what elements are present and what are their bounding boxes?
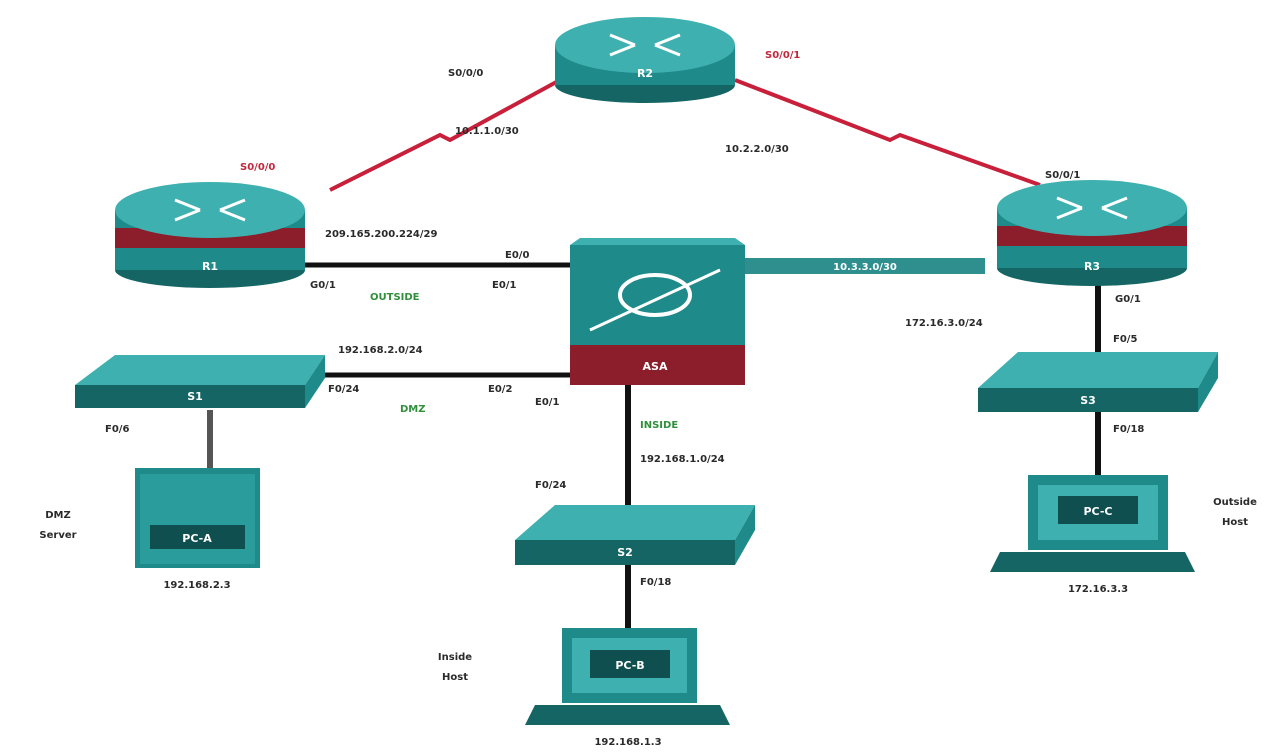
switch-s1[interactable]: S1 <box>75 355 325 408</box>
r3-g01-label: G0/1 <box>1115 294 1141 305</box>
switch-s2[interactable]: S2 <box>515 505 755 565</box>
device-name-r3: R3 <box>1084 260 1100 273</box>
r1-inside-net-label: 209.165.200.224/29 <box>325 229 438 240</box>
links <box>207 78 1101 630</box>
device-name-pc-b: PC-B <box>615 659 644 672</box>
device-name-r2: R2 <box>637 67 653 80</box>
serial-link-r2-r3 <box>734 78 1041 187</box>
server-icon <box>150 525 245 549</box>
router-r1[interactable]: R1 <box>115 182 305 288</box>
pc-c-label-line1: Outside <box>1213 497 1257 508</box>
device-name-pc-a: PC-A <box>182 532 212 545</box>
r3-net-label: 172.16.3.0/24 <box>905 318 983 329</box>
s2-f018-label: F0/18 <box>640 577 671 588</box>
router-icon <box>174 198 246 222</box>
device-name-r1: R1 <box>202 260 218 273</box>
r1-g01-label: G0/1 <box>310 280 336 291</box>
router-r3[interactable]: R3 <box>997 180 1187 286</box>
asa-e00-label: E0/0 <box>505 250 529 261</box>
r2-s000-label: S0/0/0 <box>448 68 483 79</box>
asa-dmz-net-label: 192.168.2.0/24 <box>338 345 423 356</box>
s2-f024-label: F0/24 <box>535 480 566 491</box>
asa-dmz-label: DMZ <box>400 404 426 415</box>
labels: S0/0/0 S0/0/1 S0/0/0 S0/0/1 10.1.1.0/30 … <box>39 50 1257 748</box>
s3-f018-label: F0/18 <box>1113 424 1144 435</box>
s1-f06-label: F0/6 <box>105 424 129 435</box>
firewall-icon <box>589 268 721 332</box>
serial-link-r1-r2 <box>329 78 561 192</box>
pc-b-label-line1: Inside <box>438 652 472 663</box>
pc-c-label-line2: Host <box>1222 517 1248 528</box>
r3-s001-label: S0/0/1 <box>1045 170 1080 181</box>
pc-a-label-line1: DMZ <box>45 510 71 521</box>
asa-e01-s2-label: E0/1 <box>535 397 559 408</box>
asa-inside-label: INSIDE <box>640 420 678 431</box>
net-r1-r2-label: 10.1.1.0/30 <box>455 126 519 137</box>
device-name-pc-c: PC-C <box>1083 505 1112 518</box>
pc-b-label-line2: Host <box>442 672 468 683</box>
inside-net-label: 192.168.1.0/24 <box>640 454 725 465</box>
router-icon <box>1056 196 1128 220</box>
r1-s000-label: S0/0/0 <box>240 162 275 173</box>
asa-outside-label: OUTSIDE <box>370 292 420 303</box>
laptop-pc-b[interactable]: PC-B <box>525 628 730 725</box>
router-icon <box>609 33 681 57</box>
device-name-s2: S2 <box>617 546 633 559</box>
laptop-icon <box>1058 496 1138 524</box>
pc-a-ip-label: 192.168.2.3 <box>163 580 230 591</box>
laptop-icon <box>590 650 670 678</box>
r2-s001-label: S0/0/1 <box>765 50 800 61</box>
s1-f024-label: F0/24 <box>328 384 359 395</box>
router-r2[interactable]: R2 <box>555 17 735 103</box>
device-name-s3: S3 <box>1080 394 1096 407</box>
asa-e01-label: E0/1 <box>492 280 516 291</box>
asa-e02-label: E0/2 <box>488 384 512 395</box>
net-r2-r3-label: 10.2.2.0/30 <box>725 144 789 155</box>
s3-f05-label: F0/5 <box>1113 334 1137 345</box>
switch-s3[interactable]: S3 <box>978 352 1218 412</box>
server-pc-a[interactable]: PC-A <box>135 468 260 568</box>
asa-r3-network-label: 10.3.3.0/30 <box>833 262 897 273</box>
firewall-asa[interactable]: ASA <box>570 238 745 385</box>
pc-b-ip-label: 192.168.1.3 <box>594 737 661 748</box>
pc-a-label-line2: Server <box>39 530 76 541</box>
device-name-s1: S1 <box>187 390 203 403</box>
pc-c-ip-label: 172.16.3.3 <box>1068 584 1128 595</box>
asa-r3-link: 10.3.3.0/30 <box>745 258 985 274</box>
device-name-asa: ASA <box>643 360 668 373</box>
laptop-pc-c[interactable]: PC-C <box>990 475 1195 572</box>
